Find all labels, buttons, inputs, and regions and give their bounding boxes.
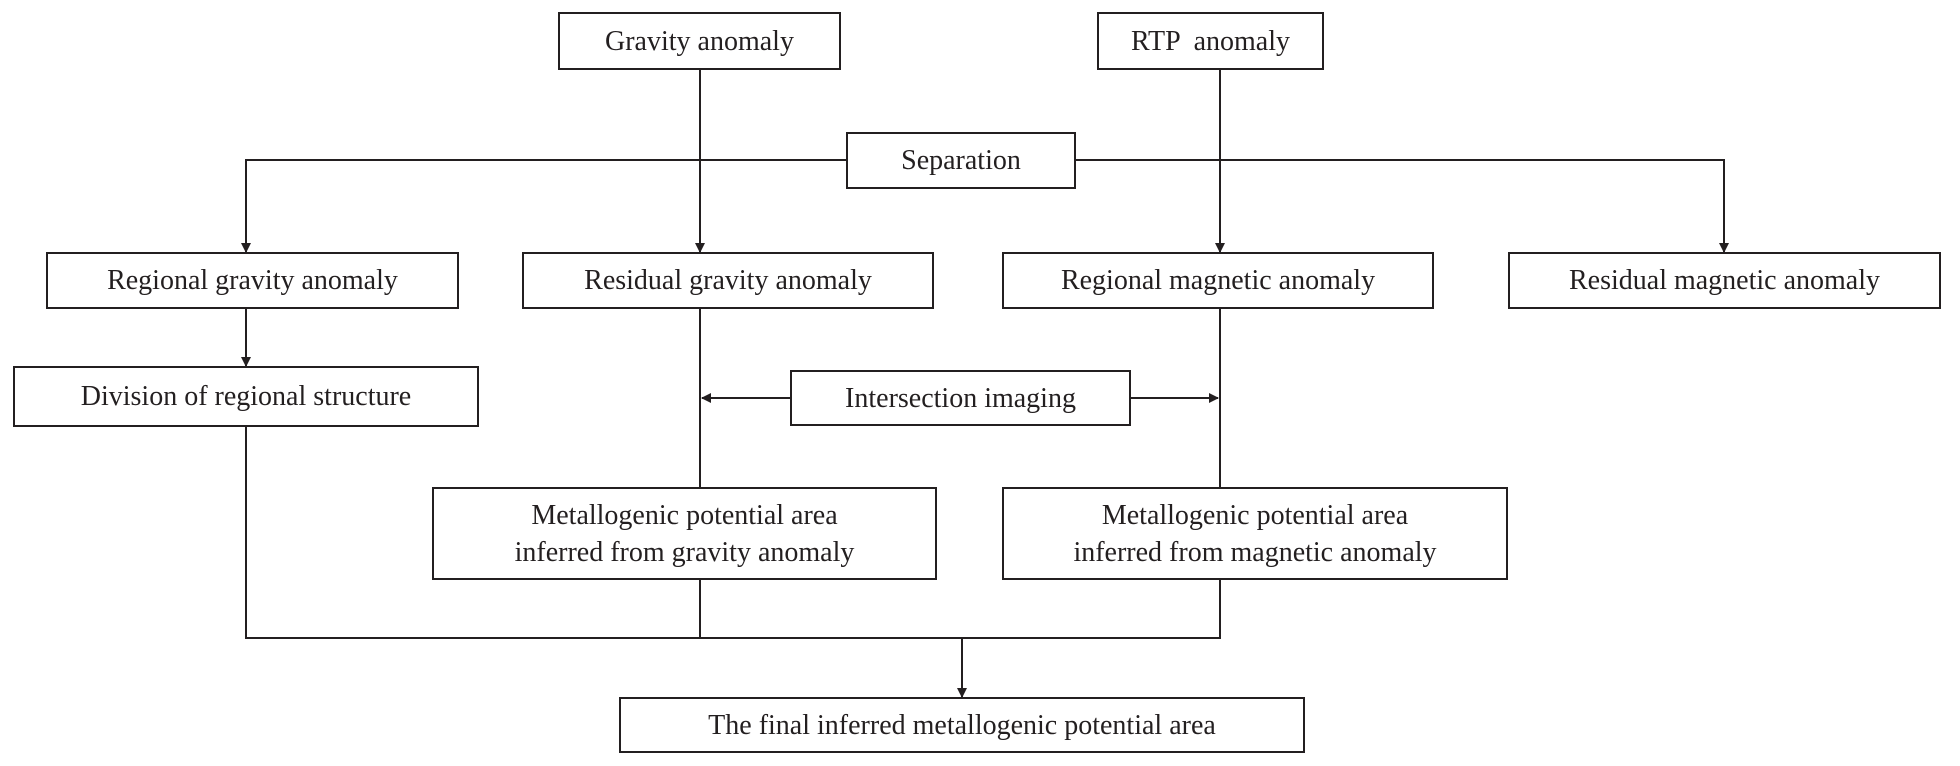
regional-gravity-box: Regional gravity anomaly <box>46 252 459 309</box>
intersection-imaging-label: Intersection imaging <box>845 382 1076 414</box>
residual-magnetic-label: Residual magnetic anomaly <box>1568 265 1881 296</box>
regional-magnetic-box: Regional magnetic anomaly <box>1002 252 1434 309</box>
potential-magnetic-line1: Metallogenic potential area <box>1101 499 1409 531</box>
division-regional-structure-label: Division of regional structure <box>80 381 412 412</box>
intersection-imaging-box: Intersection imaging <box>790 370 1131 426</box>
gravity-anomaly-box: Gravity anomaly <box>558 12 841 70</box>
potential-magnetic-box: Metallogenic potential area inferred fro… <box>1002 487 1508 580</box>
rtp-anomaly-label: RTP anomaly <box>1130 25 1291 57</box>
potential-gravity-line1: Metallogenic potential area <box>531 499 838 531</box>
connector-separation-to-regional-gravity <box>241 159 846 253</box>
regional-magnetic-label: Regional magnetic anomaly <box>1060 265 1376 296</box>
regional-gravity-label: Regional gravity anomaly <box>107 265 398 296</box>
separation-label: Separation <box>901 145 1021 176</box>
residual-gravity-box: Residual gravity anomaly <box>522 252 934 309</box>
final-area-box: The final inferred metallogenic potentia… <box>619 697 1305 753</box>
potential-gravity-box: Metallogenic potential area inferred fro… <box>432 487 937 580</box>
connector-separation-to-residual-magnetic <box>1076 159 1729 253</box>
separation-box: Separation <box>846 132 1076 189</box>
gravity-anomaly-label: Gravity anomaly <box>605 25 794 57</box>
division-regional-structure-box: Division of regional structure <box>13 366 479 427</box>
potential-magnetic-line2: inferred from magnetic anomaly <box>1073 536 1437 568</box>
potential-gravity-line2: inferred from gravity anomaly <box>514 536 855 568</box>
final-area-label: The final inferred metallogenic potentia… <box>708 709 1216 741</box>
residual-gravity-label: Residual gravity anomaly <box>584 265 872 296</box>
residual-magnetic-box: Residual magnetic anomaly <box>1508 252 1941 309</box>
rtp-anomaly-box: RTP anomaly <box>1097 12 1324 70</box>
